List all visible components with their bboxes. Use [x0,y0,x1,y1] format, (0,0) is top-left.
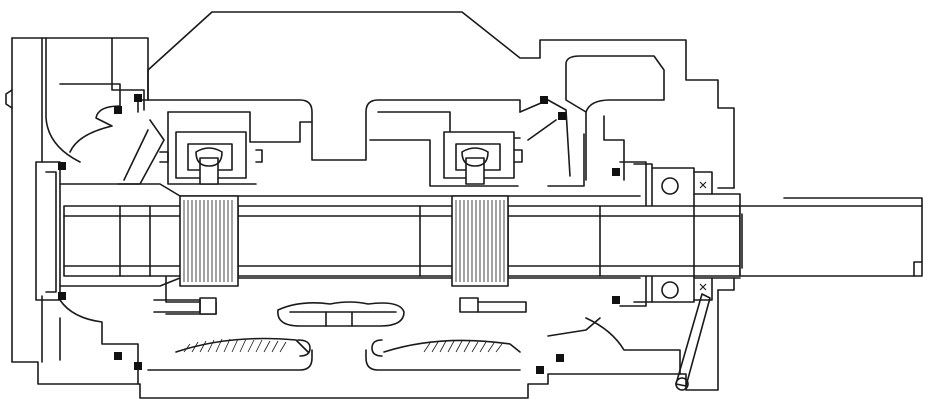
bottom-vane-ring-right [371,339,521,357]
left-cartridge [117,99,521,371]
center-spline-coupling [451,195,509,287]
main-shaft [59,183,741,287]
ball-bearing [651,167,741,303]
housing [5,11,735,399]
drive-shaft-end [739,197,923,277]
bottom-vane-ring-left [175,337,311,357]
o-ring-seals [58,94,620,374]
right-cartridge [369,99,585,313]
left-spline-coupling [179,195,239,287]
center-plate [277,301,405,327]
